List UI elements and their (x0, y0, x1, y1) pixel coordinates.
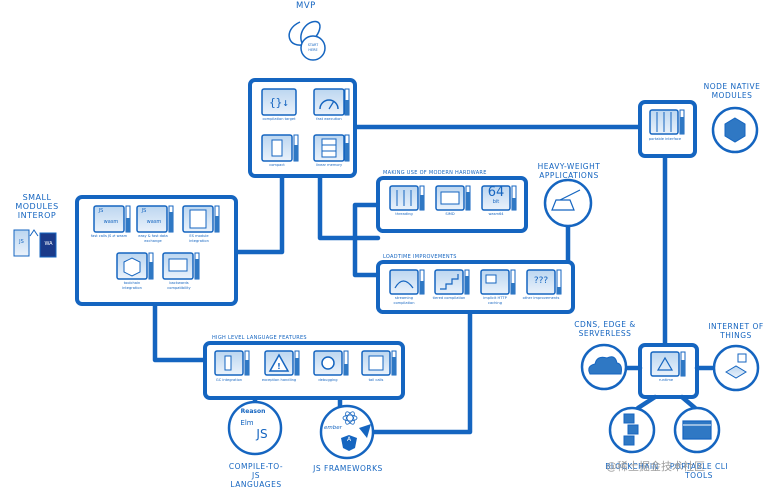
node-hexagon-icon (724, 117, 746, 143)
tiered-icon (434, 269, 464, 295)
node-native-node (638, 100, 759, 158)
hll-item-3: tail calls (368, 378, 384, 382)
cli-title: PORTABLE CLI TOOLS (669, 462, 729, 480)
angular-label: A (346, 436, 352, 443)
data-exchange-js: JS (141, 208, 147, 214)
hll-item-2: debugging (318, 378, 338, 382)
mvp-item-1: fast execution (316, 117, 342, 121)
runtime-connectors (622, 365, 715, 411)
compile-js-node (227, 400, 283, 456)
heavy-title: HEAVY-WEIGHT APPLICATIONS (537, 162, 601, 180)
loadtime-item-0: streaming compilation (393, 296, 415, 305)
frameworks-title: JS FRAMEWORKS (313, 464, 383, 473)
hardware-title: MAKING USE OF MODERN HARDWARE (383, 170, 487, 176)
vue-icon (359, 424, 371, 438)
wa-figure-label: WA (44, 241, 53, 247)
fast-calls-js: JS (98, 208, 104, 214)
node-title: NODE NATIVE MODULES (703, 82, 761, 100)
small-item-0: fast calls JS ⇄ wasm (90, 234, 128, 238)
mvp-item-2: compact (269, 163, 285, 167)
frameworks-node (319, 404, 375, 460)
compile-js-title: COMPILE-TO-JS LANGUAGES (228, 462, 284, 489)
hardware-item-2: wasm64 (488, 212, 504, 216)
loadtime-item-2: implicit HTTP caching (483, 296, 507, 305)
react-icon (342, 414, 358, 422)
svg-text:!: ! (277, 362, 281, 371)
other-improvements-icon (526, 269, 556, 295)
start-path-icon (288, 20, 321, 49)
watermark: @稀土掘金技术社区 (606, 460, 705, 473)
loadtime-node (376, 260, 575, 314)
blockchain-icon (623, 413, 635, 424)
small-item-1: easy & fast data exchange (138, 234, 168, 243)
start-here-label: START HERE (307, 43, 319, 52)
js-figure-icon (13, 229, 30, 257)
cli-node (673, 406, 721, 454)
reason-label: Reason (240, 408, 266, 415)
small-item-3: toolchain integration (122, 281, 142, 290)
hll-item-0: GC integration (215, 378, 243, 382)
small-item-4: backwards compatibility (167, 281, 191, 290)
hll-item-1: exception handling (261, 378, 297, 382)
angular-icon (341, 435, 357, 451)
heavy-node (543, 178, 593, 228)
start-circle (300, 35, 326, 61)
connector-hardware-loadtime (352, 202, 381, 278)
crane-icon (551, 199, 575, 211)
elm-label: Elm (240, 419, 254, 427)
other-qmarks: ??? (533, 276, 549, 286)
fast-calls-wasm: wasm (103, 219, 119, 225)
hardware-node (376, 176, 528, 233)
connector-mvp-hardware (317, 173, 381, 241)
ember-label: ember (324, 425, 342, 431)
hardware-item-1: SIMD (445, 212, 455, 216)
hll-title: HIGH LEVEL LANGUAGE FEATURES (212, 335, 307, 341)
cdn-node (580, 343, 628, 391)
loadtime-item-3: other improvements (522, 296, 560, 300)
svg-text:{}↓: {}↓ (269, 96, 289, 109)
iot-title: INTERNET OF THINGS (708, 322, 764, 340)
connector-small-hll (152, 301, 208, 363)
small-modules-title: SMALL MODULES INTEROP (15, 193, 59, 220)
blockchain-title: BLOCKCHAIN (605, 462, 659, 471)
loadtime-item-1: tiered compilation (432, 296, 466, 300)
mvp-title: MVP (296, 1, 316, 11)
small-modules-node (13, 195, 238, 306)
wasm64-icon (481, 185, 511, 211)
hardware-item-0: threading (395, 212, 413, 216)
compile-target-icon (261, 88, 297, 116)
connector-frameworks-loadtime (357, 307, 473, 435)
cdn-title: CDNs, EDGE & SERVERLESS (574, 320, 636, 338)
fast-calls-icon (93, 205, 125, 233)
runtime-icon (650, 351, 680, 377)
loadtime-title: LOADTIME IMPROVEMENTS (383, 254, 457, 260)
streaming-icon (389, 269, 419, 295)
mvp-item-3: linear memory (315, 163, 343, 167)
iot-device-icon (725, 365, 747, 379)
connector-mvp-small (227, 149, 285, 255)
blockchain-node (608, 406, 656, 454)
js-figure-label: JS (19, 239, 24, 245)
mvp-node: {}↓ (248, 20, 357, 178)
data-exchange-wasm: wasm (146, 219, 162, 225)
wa-figure-icon (39, 232, 57, 258)
hll-node: ! (203, 341, 405, 400)
data-exchange-icon (136, 205, 168, 233)
iot-node (712, 344, 760, 392)
terminal-icon (682, 420, 712, 440)
runtime-node (638, 343, 699, 399)
runtime-item: runtime (658, 378, 674, 382)
small-item-2: ES module integration (189, 234, 209, 243)
mvp-item-0: compilation target (262, 117, 296, 121)
cloud-icon (588, 356, 622, 375)
node-item: portable interface (648, 137, 682, 141)
speedometer-icon (313, 88, 345, 116)
js-logo-label: JS (256, 427, 268, 441)
wasm64-bit: bit (492, 199, 500, 205)
wasm64-big: 64 (487, 185, 505, 200)
